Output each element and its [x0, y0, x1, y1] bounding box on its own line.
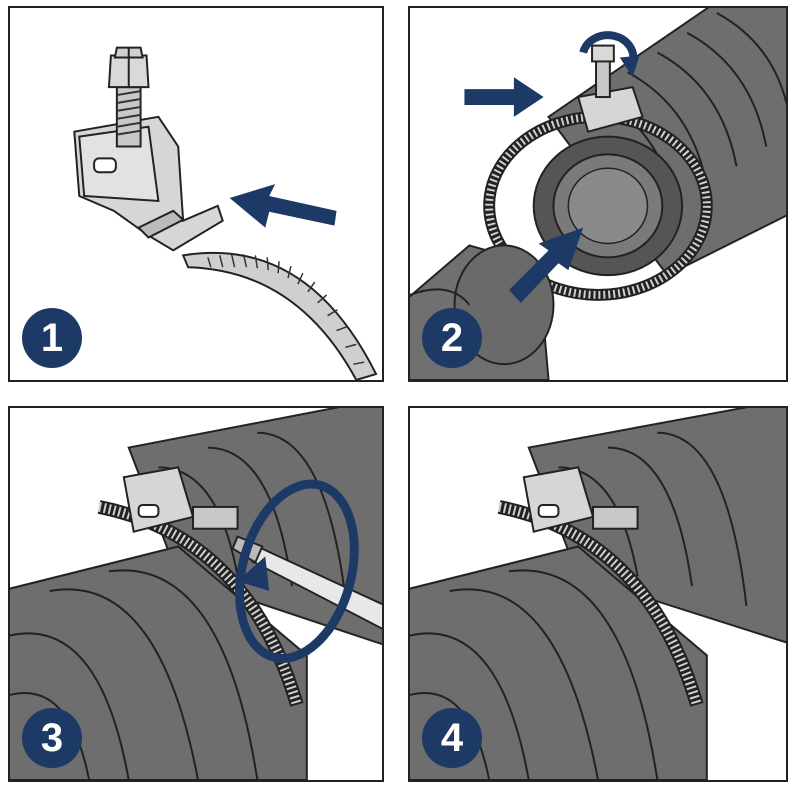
- step-badge: 2: [422, 308, 482, 368]
- step-1-illustration: [73, 46, 378, 380]
- step-panel-2: 2: [408, 6, 788, 382]
- rotate-arrow-icon: [235, 479, 359, 663]
- step-badge: 4: [422, 708, 482, 768]
- step-panel-4: 4: [408, 406, 788, 782]
- step-3-illustration: [10, 408, 382, 780]
- hose-clamp: [576, 44, 644, 133]
- corrugated-hose-lower: [10, 545, 308, 780]
- step-panel-1: 1: [8, 6, 384, 382]
- step-badge: 3: [22, 708, 82, 768]
- arrow-icon: [464, 77, 544, 117]
- rotate-arrow-icon: [579, 31, 638, 64]
- clamp-band: [181, 251, 378, 380]
- hose-clamp: [122, 466, 239, 533]
- step-badge: 1: [22, 308, 82, 368]
- step-panel-3: 3: [8, 406, 384, 782]
- arrow-icon: [229, 184, 337, 228]
- band-slots: [207, 254, 365, 365]
- arrow-icon-2: [508, 227, 584, 303]
- hose-clamp: [522, 466, 639, 533]
- step-4-illustration: [410, 408, 786, 780]
- hose-clamp: [73, 46, 224, 252]
